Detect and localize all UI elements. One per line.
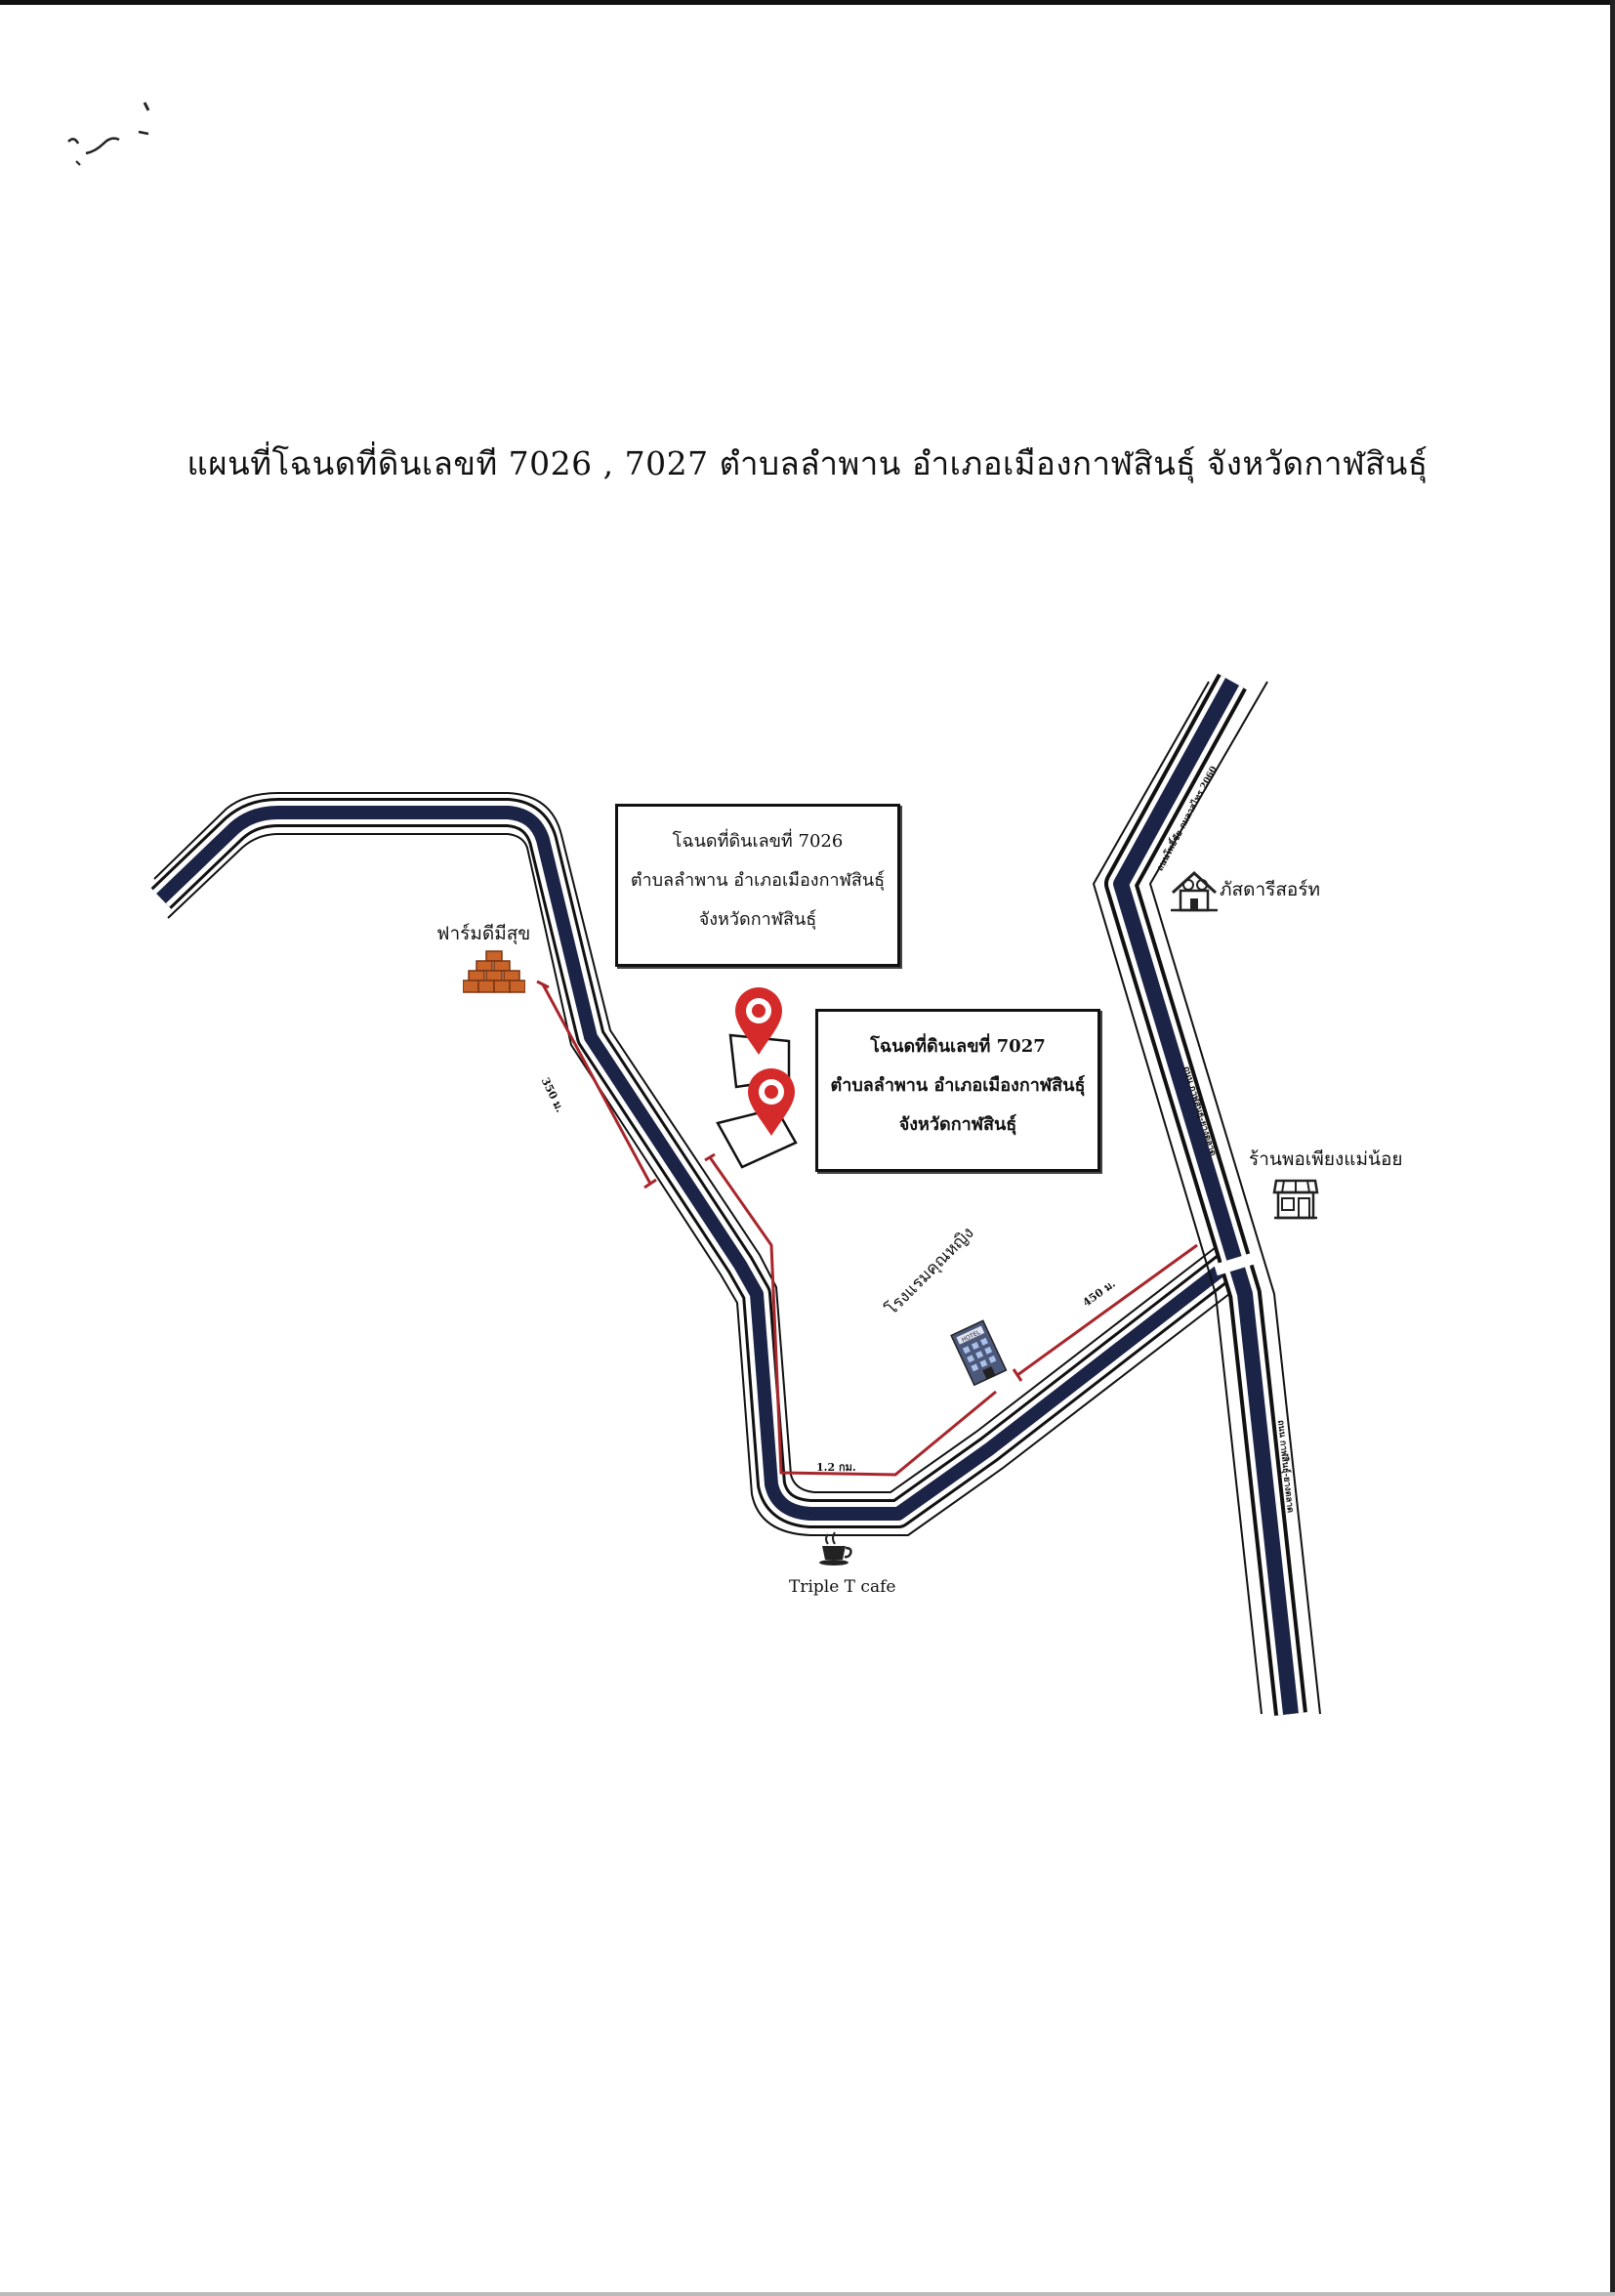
farm-label: ฟาร์มดีมีสุข bbox=[436, 923, 531, 944]
shop-label: ร้านพอเพียงแม่น้อย bbox=[1249, 1148, 1403, 1170]
plot-7026-subdistrict: ตำบลลำพาน อำเภอเมืองกาฬสินธุ์ bbox=[630, 870, 886, 891]
plot-7026-label: โฉนดที่ดินเลขที่ 7026 ตำบลลำพาน อำเภอเมื… bbox=[615, 804, 900, 967]
handwritten-mark bbox=[67, 102, 150, 166]
resort-icon bbox=[1171, 870, 1218, 912]
coffee-cup-icon bbox=[819, 1531, 852, 1565]
map-pin-icon bbox=[735, 987, 782, 1055]
plot-7026-province: จังหวัดกาฬสินธุ์ bbox=[698, 909, 817, 930]
cafe-label: Triple T cafe bbox=[789, 1577, 896, 1597]
plot-7027-deed: โฉนดที่ดินเลขที่ 7027 bbox=[870, 1036, 1046, 1057]
plot-7026-deed: โฉนดที่ดินเลขที่ 7026 bbox=[672, 831, 844, 852]
scan-bottom-edge bbox=[0, 2292, 1615, 2296]
resort-label: ภัสดารีสอร์ท bbox=[1220, 879, 1321, 900]
distance-1-2km: 1.2 กม. bbox=[816, 1461, 856, 1474]
map-pin-icon bbox=[748, 1068, 795, 1136]
distance-lines bbox=[536, 980, 1198, 1477]
hotel-icon: HOTEL bbox=[950, 1319, 1008, 1387]
scan-right-edge bbox=[1610, 0, 1615, 2296]
plot-7027-label: โฉนดที่ดินเลขที่ 7027 ตำบลลำพาน อำเภอเมื… bbox=[815, 1009, 1100, 1172]
winding-road bbox=[150, 792, 1239, 1536]
plot-7027-subdistrict: ตำบลลำพาน อำเภอเมืองกาฬสินธุ์ bbox=[830, 1075, 1086, 1096]
brick-pile-icon bbox=[463, 950, 525, 993]
store-icon bbox=[1272, 1179, 1319, 1220]
map-title: แผนที่โฉนดที่ดินเลขที 7026 , 7027 ตำบลลำ… bbox=[186, 444, 1429, 482]
main-road bbox=[1092, 673, 1321, 1716]
plot-7027-province: จังหวัดกาฬสินธุ์ bbox=[898, 1114, 1017, 1135]
scan-top-edge bbox=[0, 0, 1615, 5]
